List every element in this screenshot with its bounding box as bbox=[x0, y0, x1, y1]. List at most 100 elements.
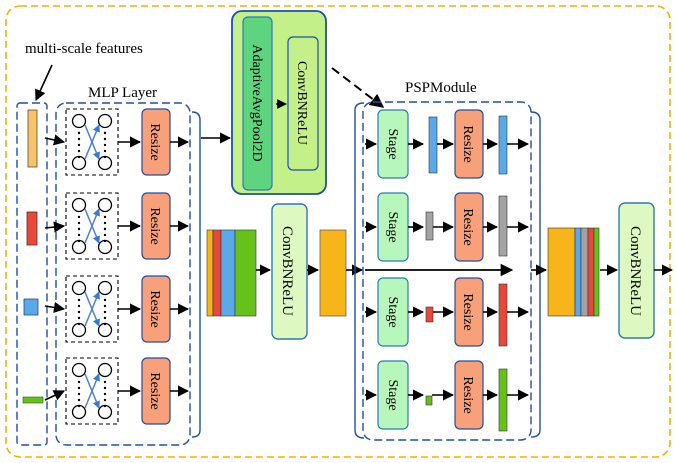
mlp-dot bbox=[103, 404, 107, 408]
psp-resize-label: Resize bbox=[460, 208, 475, 245]
mlp-layer-label: MLP Layer bbox=[88, 85, 157, 101]
mlp-dot bbox=[77, 215, 81, 219]
mlp-neuron bbox=[97, 280, 113, 296]
outer-frame bbox=[5, 5, 671, 458]
psp-stage-label: Stage bbox=[385, 296, 400, 327]
conv-mid-label: ConvBNReLU bbox=[279, 226, 295, 316]
psp-pooled-feature bbox=[425, 211, 434, 241]
adaptive-pool-label: AdaptiveAvgPool2D bbox=[249, 44, 264, 161]
psp-upsampled-feature bbox=[498, 115, 508, 175]
mlp-neuron bbox=[71, 113, 87, 129]
mlp-dot bbox=[103, 233, 107, 237]
mlp-input-arrow bbox=[44, 134, 66, 146]
mlp-neuron bbox=[71, 280, 87, 296]
mlp-neuron bbox=[97, 239, 113, 255]
mlp-dot bbox=[103, 215, 107, 219]
mlp-dot bbox=[103, 221, 107, 225]
mlp-input-arrow bbox=[44, 390, 66, 401]
mlp-dot bbox=[103, 380, 107, 384]
mlp-dot bbox=[77, 149, 81, 153]
mlp-dot bbox=[77, 322, 81, 326]
mlp-dot bbox=[103, 392, 107, 396]
mlp-resize-label: Resize bbox=[147, 207, 162, 244]
psp-stage-label: Stage bbox=[385, 379, 400, 410]
mlp-connection bbox=[84, 373, 100, 409]
mlp-neuron bbox=[97, 404, 113, 420]
mlp-neuron bbox=[97, 362, 113, 378]
mlp-dot bbox=[77, 155, 81, 159]
final-red bbox=[587, 227, 595, 317]
concat-green bbox=[234, 229, 257, 317]
mlp-brace bbox=[191, 111, 201, 438]
mlp-dot bbox=[77, 386, 81, 390]
mlp-neuron bbox=[71, 197, 87, 213]
mlp-dot bbox=[103, 304, 107, 308]
final-orange bbox=[547, 227, 576, 317]
mlp-dot bbox=[103, 137, 107, 141]
mlp-neuron bbox=[71, 155, 87, 171]
psp-resize-label: Resize bbox=[460, 293, 475, 330]
mlp-dot bbox=[77, 310, 81, 314]
mlp-neuron bbox=[97, 155, 113, 171]
multiscale-pointer-arrow bbox=[35, 64, 53, 102]
mlp-neuron bbox=[97, 197, 113, 213]
mlp-dot bbox=[103, 149, 107, 153]
mlp-neuron bbox=[71, 239, 87, 255]
conv-mid-block bbox=[271, 203, 308, 340]
final-blue bbox=[574, 227, 582, 317]
adaptive-pool-block bbox=[242, 16, 273, 191]
mlp-dot bbox=[77, 131, 81, 135]
final-gray bbox=[580, 227, 589, 317]
mlp-connection bbox=[84, 124, 100, 160]
mlp-dot bbox=[103, 316, 107, 320]
mlp-connection bbox=[84, 291, 100, 327]
mlp-dot bbox=[77, 304, 81, 308]
mlp-resize-label: Resize bbox=[147, 290, 162, 327]
mlp-dot bbox=[103, 386, 107, 390]
mlp-dot bbox=[77, 227, 81, 231]
psp-pooled-feature bbox=[428, 116, 438, 174]
psp-upsampled-feature bbox=[498, 368, 508, 432]
mlp-input-arrow bbox=[44, 301, 66, 313]
concat-yellow bbox=[206, 229, 214, 317]
feature-column-box bbox=[16, 102, 48, 446]
mlp-dot bbox=[77, 137, 81, 141]
mlp-dot bbox=[103, 398, 107, 402]
mlp-resize-label: Resize bbox=[147, 372, 162, 409]
mlp-dot bbox=[77, 143, 81, 147]
mlp-connection bbox=[84, 208, 100, 244]
psp-left-brace bbox=[354, 102, 365, 439]
mlp-dot bbox=[77, 221, 81, 225]
psp-pooled-feature bbox=[425, 306, 434, 323]
mlp-dot bbox=[103, 322, 107, 326]
mlp-resize-label: Resize bbox=[147, 123, 162, 160]
concat-blue bbox=[220, 229, 236, 317]
pool-to-psp-arrow bbox=[331, 67, 385, 108]
mlp-dot bbox=[77, 239, 81, 243]
pool-conv-block bbox=[287, 36, 319, 171]
psp-pooled-feature bbox=[425, 395, 433, 406]
mlp-dot bbox=[77, 380, 81, 384]
mlp-dot bbox=[77, 398, 81, 402]
psp-module-label: PSPModule bbox=[405, 80, 477, 96]
mlp-dot bbox=[77, 298, 81, 302]
multiscale-label: multi-scale features bbox=[25, 41, 143, 57]
mlp-dot bbox=[103, 131, 107, 135]
mlp-dot bbox=[103, 310, 107, 314]
feature-red bbox=[26, 211, 38, 246]
psp-module-box bbox=[362, 101, 532, 441]
conv-final-label: ConvBNReLU bbox=[627, 226, 643, 316]
psp-resize-label: Resize bbox=[460, 376, 475, 413]
mlp-dot bbox=[103, 227, 107, 231]
mlp-dot bbox=[77, 233, 81, 237]
mlp-neuron bbox=[97, 322, 113, 338]
mlp-neuron bbox=[97, 113, 113, 129]
mlp-dot bbox=[103, 143, 107, 147]
mlp-neuron bbox=[71, 322, 87, 338]
pool-conv-label: ConvBNReLU bbox=[294, 61, 309, 145]
mlp-input-arrow bbox=[44, 221, 66, 233]
mlp-dot bbox=[77, 316, 81, 320]
psp-upsampled-feature bbox=[498, 283, 508, 347]
